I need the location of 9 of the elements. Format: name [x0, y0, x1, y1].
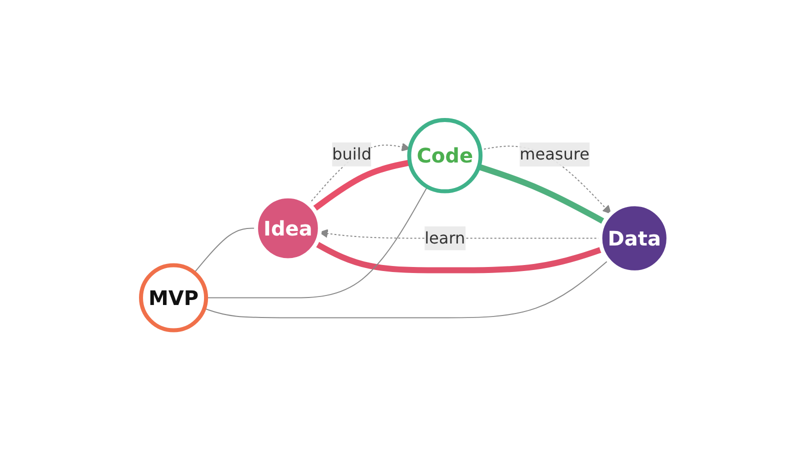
connector — [312, 160, 411, 212]
connector — [204, 260, 610, 318]
connector — [478, 164, 606, 224]
node-circle: MVP — [139, 263, 208, 332]
edge-label: learn — [424, 228, 466, 248]
node-circle: Code — [407, 118, 483, 194]
edge-label: build — [332, 144, 372, 164]
connector — [314, 240, 604, 274]
edge-label: measure — [520, 144, 590, 164]
